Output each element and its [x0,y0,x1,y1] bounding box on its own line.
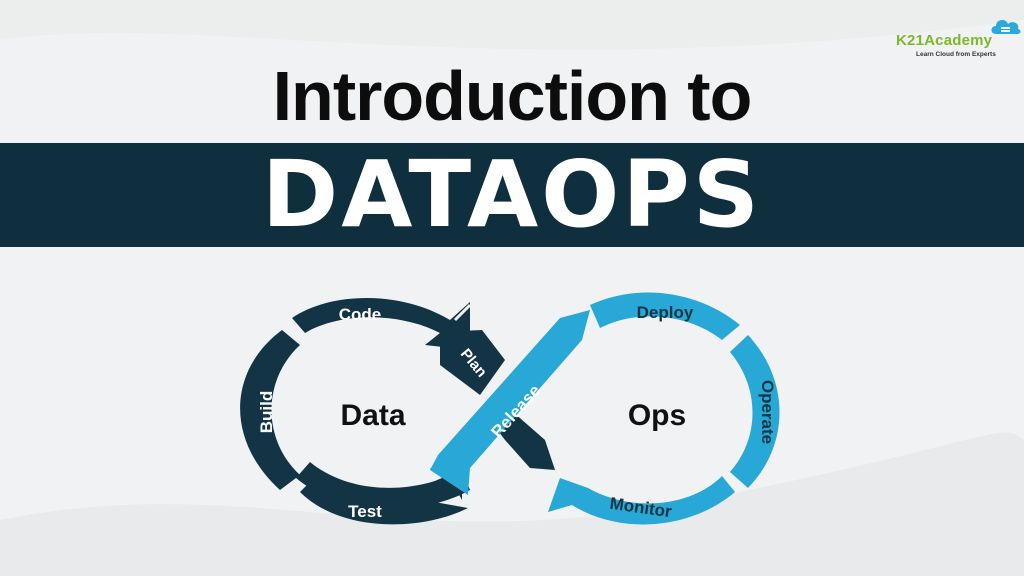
title-band [0,143,1024,247]
stage-build-label: Build [257,391,276,434]
plan-segment [440,330,505,395]
stage-deploy-label: Deploy [637,303,694,322]
operate-segment [730,335,780,488]
stage-test-label: Test [348,502,382,521]
stage-code-label: Code [339,305,382,324]
k21academy-logo: K21Academy Learn Cloud from Experts [896,14,1021,60]
logo-tagline: Learn Cloud from Experts [916,51,996,58]
title-line-1: Introduction to [272,57,753,135]
right-loop-label: Ops [628,399,686,432]
deploy-segment [590,292,740,340]
left-loop-label: Data [340,399,405,432]
title-line-2: DATAOPS [261,141,763,248]
build-segment [240,330,300,490]
logo-name: K21Academy [896,32,993,49]
monitor-segment [548,476,735,525]
stage-operate-label: Operate [758,380,777,444]
release-segment [430,310,590,495]
test-segment-body [296,462,470,509]
cloud-icon [991,20,1021,34]
code-segment [292,298,470,350]
